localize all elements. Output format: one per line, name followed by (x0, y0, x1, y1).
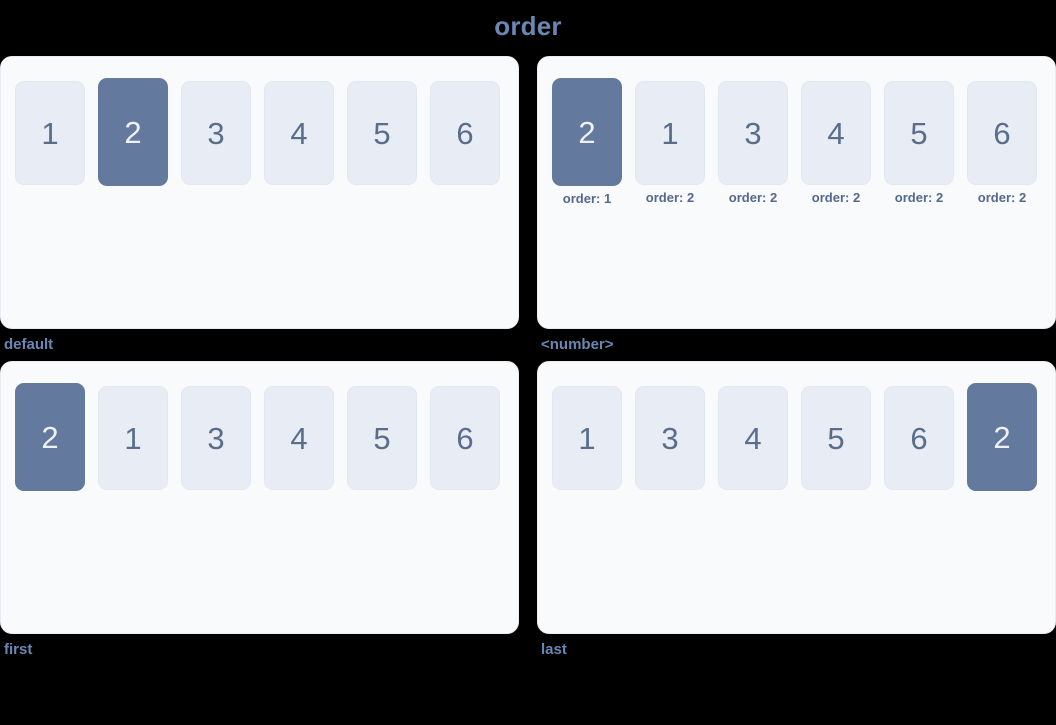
flex-item-box[interactable]: 3 (718, 81, 788, 185)
flex-item: 3 (181, 81, 251, 185)
page-title: order (494, 11, 562, 41)
flex-item: 3 order: 2 (718, 81, 788, 205)
flex-item: 5 (801, 386, 871, 490)
flex-item: 4 (264, 386, 334, 490)
flex-item-box-active[interactable]: 2 (552, 78, 622, 186)
flex-item-box[interactable]: 1 (635, 81, 705, 185)
order-value-label: order: 2 (977, 190, 1027, 205)
flex-item: 4 (718, 386, 788, 490)
flex-item: 3 (181, 386, 251, 490)
flex-item-box-active[interactable]: 2 (967, 383, 1037, 491)
flex-item: 6 (430, 386, 500, 490)
flex-item: 2 order: 1 (552, 78, 622, 206)
flex-item-box[interactable]: 1 (552, 386, 622, 490)
flex-item: 1 (15, 81, 85, 185)
flex-item-box[interactable]: 6 (430, 386, 500, 490)
demo-caption: first (4, 641, 33, 658)
flex-item: 5 order: 2 (884, 81, 954, 205)
flex-item-box[interactable]: 4 (264, 386, 334, 490)
flex-item-box[interactable]: 4 (801, 81, 871, 185)
flex-item-box[interactable]: 5 (347, 386, 417, 490)
flex-item-box-active[interactable]: 2 (98, 78, 168, 186)
flex-item: 1 (552, 386, 622, 490)
flex-item: 2 (15, 383, 85, 491)
flex-item-box[interactable]: 4 (718, 386, 788, 490)
flex-item-box[interactable]: 3 (181, 81, 251, 185)
flex-item-box[interactable]: 3 (181, 386, 251, 490)
flex-item: 6 (430, 81, 500, 185)
order-value-label: order: 2 (728, 190, 778, 205)
order-value-label: order: 2 (894, 190, 944, 205)
flex-item: 1 order: 2 (635, 81, 705, 205)
flex-item-box[interactable]: 5 (801, 386, 871, 490)
demo-caption: default (4, 336, 54, 353)
flex-item-box[interactable]: 6 (967, 81, 1037, 185)
flex-item-box-active[interactable]: 2 (15, 383, 85, 491)
flex-item: 4 order: 2 (801, 81, 871, 205)
demo-caption: last (541, 641, 567, 658)
flex-item-box[interactable]: 4 (264, 81, 334, 185)
flex-item: 3 (635, 386, 705, 490)
flex-item-box[interactable]: 6 (430, 81, 500, 185)
demo-caption: <number> (541, 336, 614, 353)
flex-item: 4 (264, 81, 334, 185)
flex-item-box[interactable]: 1 (98, 386, 168, 490)
flex-item: 6 order: 2 (967, 81, 1037, 205)
flex-item-box[interactable]: 6 (884, 386, 954, 490)
flex-item: 2 (967, 383, 1037, 491)
flex-item: 5 (347, 81, 417, 185)
flex-item-box[interactable]: 3 (635, 386, 705, 490)
flex-item: 1 (98, 386, 168, 490)
order-value-label: order: 2 (811, 190, 861, 205)
flex-item: 6 (884, 386, 954, 490)
flex-item-box[interactable]: 5 (884, 81, 954, 185)
flex-item: 5 (347, 386, 417, 490)
demo-block: 2 order: 1 1 order: 2 3 order: 2 4 order: 2 5 ord… (537, 56, 1056, 354)
flex-item-box[interactable]: 5 (347, 81, 417, 185)
flex-item-box[interactable]: 1 (15, 81, 85, 185)
order-value-label: order: 2 (645, 190, 695, 205)
flex-container-panel: 2 order: 1 1 order: 2 3 order: 2 4 order: 2 5 ord… (537, 56, 1056, 329)
order-value-label: order: 1 (562, 191, 612, 206)
flex-item: 2 (98, 78, 168, 186)
